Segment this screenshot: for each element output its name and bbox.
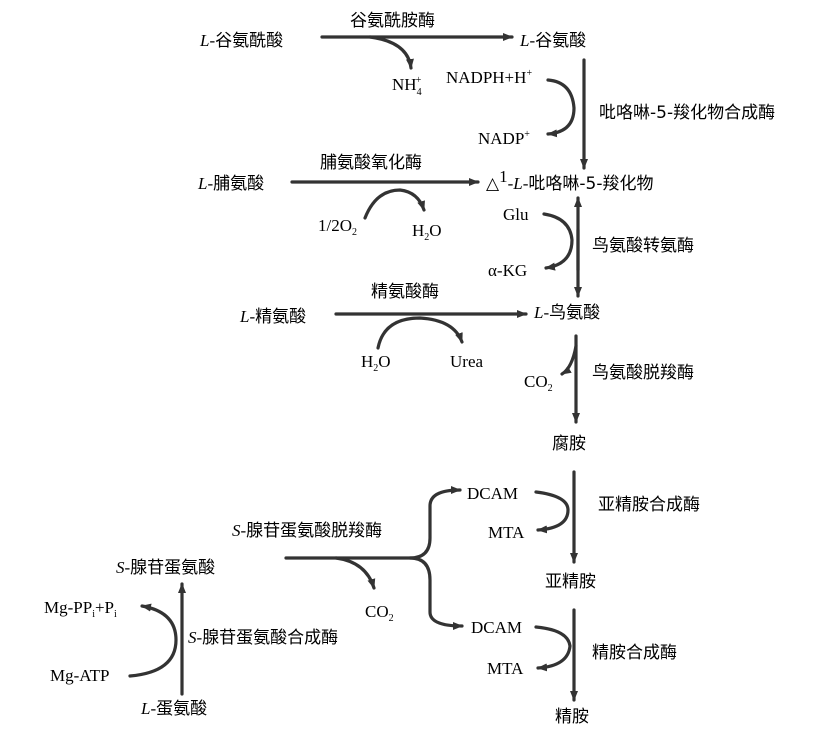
p5cs-label: 吡咯啉-5-羧化物合成酶: [599, 103, 775, 123]
mat-label: S-腺苷蛋氨酸合成酶: [188, 628, 338, 648]
co2-samdc-label: CO2: [365, 602, 394, 624]
spermidine-label: 亚精胺: [545, 572, 596, 592]
nadp-label: NADP+: [478, 129, 530, 148]
glutamine-label: L-谷氨酰酸: [199, 31, 283, 51]
samdc-label: S-腺苷蛋氨酸脱羧酶: [232, 521, 382, 541]
putrescine-label: 腐胺: [552, 434, 586, 454]
ornithine-label: L-鸟氨酸: [533, 303, 600, 323]
arrow-nadph-cycle: [546, 78, 576, 138]
arrow-atp-to-ppi: [128, 603, 178, 678]
spermine-label: 精胺: [555, 707, 589, 727]
proline-oxidase-label: 脯氨酸氧化酶: [320, 153, 422, 173]
methionine-label: L-蛋氨酸: [140, 699, 207, 719]
arrow-co2-release-samdc: [334, 556, 376, 590]
arrow-co2-release-odc: [560, 344, 578, 376]
arginine-label: L-精氨酸: [239, 307, 306, 327]
spds-label: 亚精胺合成酶: [598, 495, 700, 515]
odc-label: 鸟氨酸脱羧酶: [592, 363, 694, 383]
arrow-sam-to-dcam-branches: [284, 486, 462, 560]
mgppi-label: Mg-PPi+Pi: [44, 598, 117, 620]
h2o-arg-label: H2O: [361, 352, 391, 374]
nadph-label: NADPH+H+: [446, 68, 532, 87]
mta-2-label: MTA: [487, 659, 524, 678]
arrow-dcam-to-mta-2: [534, 625, 572, 672]
arrow-o2-to-h2o: [363, 188, 426, 220]
oat-label: 鸟氨酸转氨酶: [592, 236, 694, 256]
urea-label: Urea: [450, 352, 483, 371]
glu-label: Glu: [503, 205, 529, 224]
arrow-sam-to-dcam-lower: [408, 556, 464, 630]
dcam-2-label: DCAM: [471, 618, 522, 637]
p5c-label: △1-L-吡咯啉-5-羧化物: [486, 167, 653, 194]
arrow-nh4-release: [368, 35, 414, 70]
h2o-proline-label: H2O: [412, 221, 442, 243]
arrow-dcam-to-mta-1: [534, 490, 570, 534]
mta-1-label: MTA: [488, 523, 525, 542]
arrow-h2o-to-urea: [376, 316, 464, 350]
mgatp-label: Mg-ATP: [50, 666, 110, 685]
arginase-label: 精氨酸酶: [371, 282, 439, 302]
half-o2-label: 1/2O2: [318, 216, 357, 238]
nh4-label: NH4+: [392, 75, 422, 98]
dcam-1-label: DCAM: [467, 484, 518, 503]
proline-label: L-脯氨酸: [197, 174, 264, 194]
glutamate-label: L-谷氨酸: [519, 31, 586, 51]
akg-label: α-KG: [488, 261, 527, 280]
co2-odc-label: CO2: [524, 372, 553, 394]
glutaminase-label: 谷氨酰胺酶: [350, 11, 435, 31]
sam-label: S-腺苷蛋氨酸: [116, 558, 215, 578]
sms-label: 精胺合成酶: [592, 643, 677, 663]
arrow-glu-akg-cycle: [542, 212, 574, 271]
